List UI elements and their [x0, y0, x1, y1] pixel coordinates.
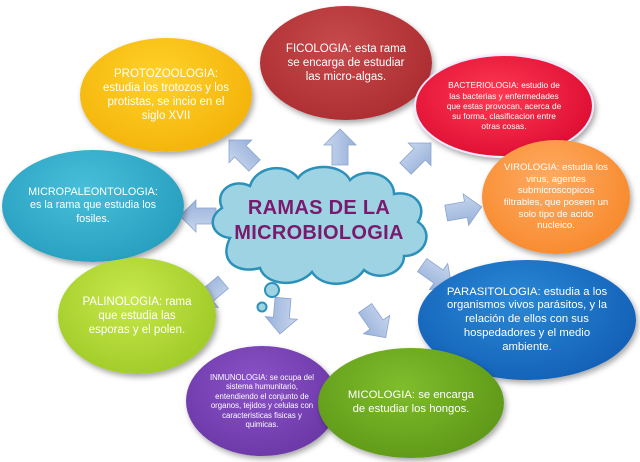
arrow-to-ficologia [323, 128, 357, 166]
branch-micologia-text: MICOLOGIA: se encarga de estudiar los ho… [347, 389, 475, 415]
branch-micropaleontologia-text: MICROPALEONTOLOGIA: es la rama que estud… [28, 186, 158, 225]
arrow-to-micologia [358, 303, 391, 339]
arrow-to-micropaleontologia [179, 199, 217, 233]
branch-palinologia: PALINOLOGIA: rama que estudia las espora… [58, 258, 216, 374]
diagram-title: RAMAS DE LA MICROBIOLOGIA [234, 197, 404, 244]
branch-protozoologia-text: PROTOZOOLOGIA: estudia los trotozos y lo… [103, 67, 229, 123]
branch-bacteriologia-text: BACTERIOLOGIA: estudio de las bacterias … [446, 80, 562, 132]
branch-palinologia-text: PALINOLOGIA: rama que estudia las espora… [82, 295, 192, 336]
arrow-to-bacteriologia [399, 142, 432, 175]
branch-virologia: VIROLOGIA: estudia los virus, agentes su… [482, 140, 630, 254]
branch-parasitologia: PARASITOLOGIA: estudia a los organismos … [418, 260, 636, 380]
branch-ficologia: FICOLOGIA: esta rama se encarga de estud… [260, 6, 432, 120]
branch-inmunologia-text: INMUNOLOGIA: se ocupa del sistema humuni… [210, 372, 314, 430]
arrow-to-inmunologia [264, 296, 299, 335]
central-cloud [211, 165, 428, 313]
branch-protozoologia: PROTOZOOLOGIA: estudia los trotozos y lo… [80, 38, 252, 152]
branch-micologia: MICOLOGIA: se encarga de estudiar los ho… [318, 348, 504, 458]
branch-micropaleontologia: MICROPALEONTOLOGIA: es la rama que estud… [2, 150, 184, 262]
arrow-to-protozoologia [228, 139, 261, 172]
branch-inmunologia: INMUNOLOGIA: se ocupa del sistema humuni… [186, 346, 338, 456]
branch-parasitologia-text: PARASITOLOGIA: estudia a los organismos … [446, 285, 608, 353]
branch-ficologia-text: FICOLOGIA: esta rama se encarga de estud… [285, 42, 407, 83]
arrow-to-virologia [444, 192, 483, 227]
branch-virologia-text: VIROLOGIA: estudia los virus, agentes su… [503, 161, 609, 232]
